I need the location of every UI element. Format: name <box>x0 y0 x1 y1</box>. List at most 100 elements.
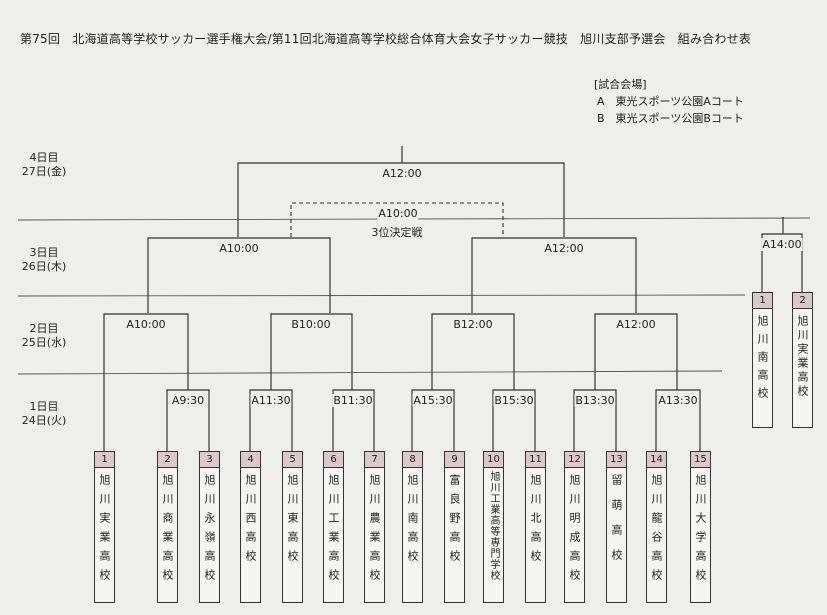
team-name: 留萌高校 <box>610 474 623 574</box>
match-time: B10:00 <box>290 318 332 331</box>
match-time: B12:00 <box>452 318 494 331</box>
team-box: 15 旭川大学高校 <box>690 451 711 603</box>
round-day3: 3日目 26日(木) <box>18 246 70 274</box>
venue-a: A 東光スポーツ公園Aコート <box>597 95 744 108</box>
sf-left-bracket <box>147 237 331 313</box>
round-date-label: 27日(金) <box>21 165 67 178</box>
team-number: 5 <box>283 452 302 468</box>
team-box: 10 旭川工業高等専門学校 <box>483 451 504 603</box>
team-number: 1 <box>95 452 114 468</box>
team-number: 7 <box>365 452 384 468</box>
venue-heading: [試合会場] <box>594 78 647 91</box>
third-place-bracket <box>290 202 504 237</box>
team-number: 14 <box>647 452 666 468</box>
match-time: A13:30 <box>657 394 699 407</box>
team-number: 10 <box>484 452 503 468</box>
qf3-bracket <box>431 313 515 390</box>
separator-line <box>17 294 746 297</box>
team-number: 2 <box>158 452 177 468</box>
team-number: 3 <box>200 452 219 468</box>
team-number: 11 <box>526 452 545 468</box>
team-name: 旭川工業高校 <box>327 474 340 588</box>
round-date-label: 25日(水) <box>21 336 67 349</box>
team-name: 旭川商業高校 <box>161 474 174 588</box>
team-number: 9 <box>445 452 464 468</box>
team-box: 4 旭川西高校 <box>240 451 261 603</box>
r1-bracket <box>332 389 375 451</box>
match-time: B13:30 <box>574 394 616 407</box>
team-box: 1 旭川実業高校 <box>94 451 115 603</box>
team-box: 5 旭川東高校 <box>282 451 303 603</box>
match-time: A11:30 <box>250 394 292 407</box>
team-number: 2 <box>793 293 812 309</box>
match-time: A10:00 <box>125 318 167 331</box>
round-date-label: 24日(火) <box>21 414 67 427</box>
team-box: 11 旭川北高校 <box>525 451 546 603</box>
r1-bracket <box>573 389 617 451</box>
team-name: 富良野高校 <box>448 474 461 569</box>
team-box: 6 旭川工業高校 <box>323 451 344 603</box>
match-time: B15:30 <box>493 394 535 407</box>
match-time: A12:00 <box>543 242 585 255</box>
team-box: 3 旭川永嶺高校 <box>199 451 220 603</box>
match-time: A10:00 <box>218 242 260 255</box>
team-box: 9 富良野高校 <box>444 451 465 603</box>
third-place-label: 3位決定戦 <box>370 224 424 240</box>
team-number: 4 <box>241 452 260 468</box>
team-box: 14 旭川龍谷高校 <box>646 451 667 603</box>
team-box: 8 旭川南高校 <box>402 451 423 603</box>
team-number: 15 <box>691 452 710 468</box>
sf-right-bracket <box>471 237 637 313</box>
women-final-bracket <box>761 217 803 292</box>
team-box: 7 旭川農業高校 <box>364 451 385 603</box>
qf1-bracket <box>103 313 189 451</box>
match-time: A12:00 <box>615 318 657 331</box>
round-day-label: 3日目 <box>29 246 59 259</box>
round-day-label: 1日目 <box>29 400 59 413</box>
team-name: 旭川大学高校 <box>694 474 707 588</box>
round-day-label: 2日目 <box>29 322 59 335</box>
match-time: A10:00 <box>377 207 419 220</box>
r1-bracket <box>166 389 210 451</box>
qf2-bracket <box>270 313 353 390</box>
round-day4: 4日目 27日(金) <box>18 151 70 179</box>
qf4-bracket <box>594 313 678 390</box>
team-box: 12 旭川明成高校 <box>564 451 585 603</box>
women-team-box: 2 旭川実業高校 <box>792 292 813 428</box>
team-name: 旭川実業高校 <box>98 474 111 588</box>
team-name: 旭川西高校 <box>244 474 257 569</box>
team-number: 13 <box>607 452 626 468</box>
match-time: A12:00 <box>381 167 423 180</box>
team-number: 12 <box>565 452 584 468</box>
r1-bracket <box>655 389 701 451</box>
match-time: B11:30 <box>332 394 374 407</box>
page-title: 第75回 北海道高等学校サッカー選手権大会/第11回北海道高等学校総合体育大会女… <box>20 32 751 46</box>
team-box: 13 留萌高校 <box>606 451 627 603</box>
team-name: 旭川工業高等専門学校 <box>488 471 499 581</box>
team-name: 旭川明成高校 <box>568 474 581 588</box>
team-name: 旭川東高校 <box>286 474 299 569</box>
match-time: A14:00 <box>761 238 803 251</box>
team-name: 旭川農業高校 <box>368 474 381 588</box>
team-name: 旭川実業高校 <box>796 315 809 399</box>
team-number: 1 <box>753 293 772 309</box>
round-day1: 1日目 24日(火) <box>18 400 70 428</box>
r1-bracket <box>492 389 536 451</box>
round-day-label: 4日目 <box>29 151 59 164</box>
r1-bracket <box>411 389 455 451</box>
team-name: 旭川永嶺高校 <box>203 474 216 588</box>
team-number: 8 <box>403 452 422 468</box>
round-date-label: 26日(木) <box>21 260 67 273</box>
team-box: 2 旭川商業高校 <box>157 451 178 603</box>
venue-b: B 東光スポーツ公園Bコート <box>597 112 744 125</box>
round-day2: 2日目 25日(水) <box>18 322 70 350</box>
team-number: 6 <box>324 452 343 468</box>
separator-line <box>17 370 723 375</box>
team-name: 旭川龍谷高校 <box>650 474 663 588</box>
team-name: 旭川北高校 <box>529 474 542 569</box>
r1-bracket <box>249 389 293 451</box>
final-bracket <box>237 146 565 237</box>
women-team-box: 1 旭川南高校 <box>752 292 773 428</box>
